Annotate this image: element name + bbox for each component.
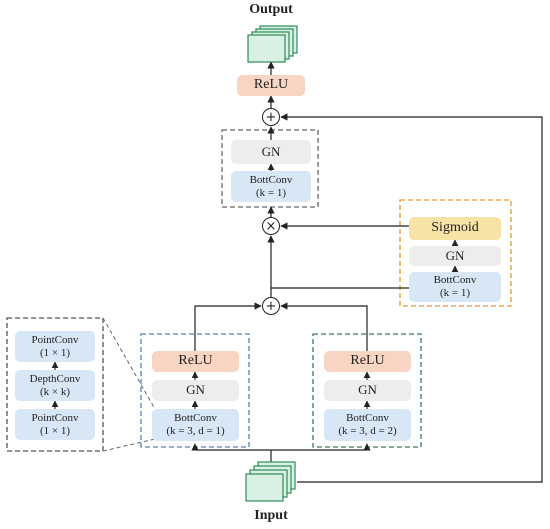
multiply-node: ×: [262, 217, 280, 235]
detail-pointconv-bottom: PointConv (1 × 1): [15, 409, 95, 440]
attention-block-box: [399, 199, 512, 307]
left-branch-to-add: [194, 302, 262, 351]
output-feature-map: [247, 25, 298, 63]
left-relu: ReLU: [152, 351, 239, 372]
attention-bottconv: BottConv (k = 1): [409, 272, 501, 302]
input-label: Input: [254, 508, 288, 523]
left-bottconv: BottConv (k = 3, d = 1): [152, 409, 239, 441]
attention-gn: GN: [409, 246, 501, 266]
top-bottconv: BottConv (k = 1): [231, 171, 311, 202]
zoom-line-bottom: [102, 438, 156, 452]
right-gn: GN: [324, 380, 411, 401]
detail-depthconv: DepthConv (k × k): [15, 370, 95, 401]
zoom-line-top: [102, 317, 156, 410]
input-feature-map: [245, 461, 296, 502]
detail-box: [6, 317, 104, 452]
add-node-branches: +: [262, 297, 280, 315]
detail-pointconv-top: PointConv (1 × 1): [15, 331, 95, 362]
output-label: Output: [249, 2, 293, 17]
right-bottconv: BottConv (k = 3, d = 2): [324, 409, 411, 441]
right-branch-to-add: [280, 302, 368, 351]
right-relu: ReLU: [324, 351, 411, 372]
residual-connection: [280, 113, 543, 483]
top-gn: GN: [231, 140, 311, 164]
add-node-top: +: [262, 108, 280, 126]
left-gn: GN: [152, 380, 239, 401]
top-relu: ReLU: [237, 75, 305, 96]
attention-sigmoid: Sigmoid: [409, 217, 501, 240]
